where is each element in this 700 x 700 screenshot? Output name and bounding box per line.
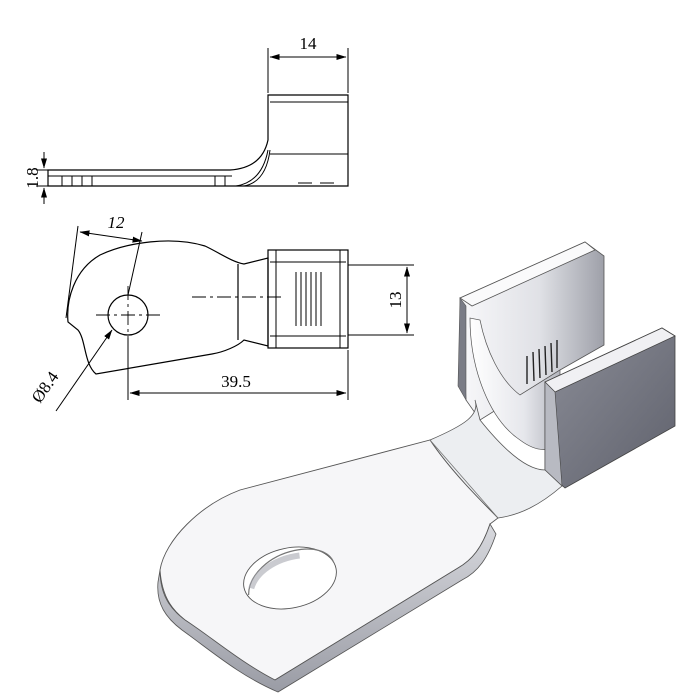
- hole-diameter-dimension-label: Ø8.4: [28, 368, 63, 407]
- hole-offset-dimension-label: 12: [108, 213, 126, 232]
- isometric-view: [157, 241, 676, 693]
- width-dimension-label: 14: [300, 34, 318, 53]
- thickness-dimension-label: 1.8: [23, 167, 42, 188]
- barrel-height-dimension-label: 13: [386, 292, 405, 309]
- overall-length-dimension-label: 39.5: [221, 372, 251, 391]
- top-view: 12 13 39.5 Ø8.4: [28, 213, 414, 412]
- side-view: 14 1.8: [23, 34, 349, 204]
